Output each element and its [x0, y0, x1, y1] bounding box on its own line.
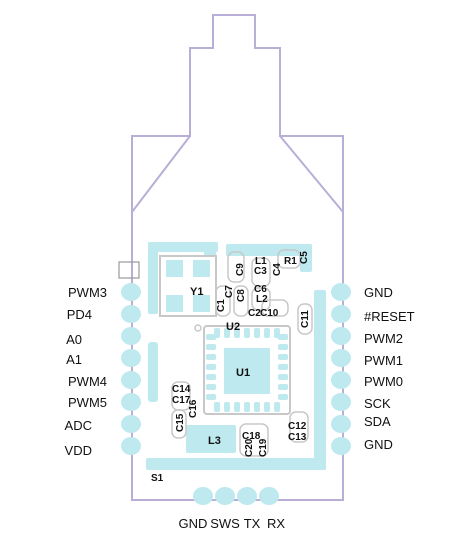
ref-c18: C18: [242, 431, 261, 442]
pin-label-right: #RESET: [364, 309, 415, 324]
left-pin-labels: PWM3 PD4 A0 A1 PWM4 PWM5 ADC VDD: [65, 285, 107, 458]
ref-l2: L2: [256, 294, 268, 305]
pin-label-right: GND: [364, 437, 393, 452]
pin-label-left: PWM3: [68, 285, 107, 300]
ref-c20: C20: [244, 438, 255, 457]
ref-u1: U1: [236, 367, 250, 379]
ref-c7: C7: [224, 285, 235, 298]
pin-label-left: A0: [66, 332, 82, 347]
ref-c12: C12: [288, 421, 307, 432]
pin-label-right: SCK: [364, 396, 391, 411]
pin-label-bottom: TX: [244, 516, 261, 531]
u1-package: [194, 324, 291, 415]
right-pads: [331, 283, 351, 455]
ref-u2: U2: [226, 321, 240, 333]
ref-c16: C16: [188, 399, 199, 418]
ref-c6: C6: [254, 284, 267, 295]
ref-c15: C15: [175, 413, 186, 432]
ref-s1: S1: [151, 473, 164, 484]
ref-c17: C17: [172, 395, 191, 406]
pin-label-right: GND: [364, 285, 393, 300]
board-outline: [131, 14, 344, 501]
pin-label-right: PWM2: [364, 331, 403, 346]
ref-l3: L3: [208, 435, 221, 447]
passive-outlines: [171, 249, 313, 457]
ref-c3: C3: [254, 266, 267, 277]
ref-c2: C2: [248, 308, 261, 319]
left-pads: [121, 283, 141, 455]
pin-label-left: A1: [66, 352, 82, 367]
ref-c14: C14: [172, 384, 191, 395]
ref-c13: C13: [288, 432, 307, 443]
ref-c5: C5: [299, 251, 310, 264]
antenna-taper: [131, 135, 344, 213]
pin-label-bottom: SWS: [210, 516, 240, 531]
bottom-pin-labels: GND SWS TX RX: [179, 516, 286, 531]
right-pin-labels: GND #RESET PWM2 PWM1 PWM0 SCK SDA GND: [364, 285, 415, 452]
pin-label-left: PWM4: [68, 374, 107, 389]
pin-label-right: SDA: [364, 414, 391, 429]
ref-c1: C1: [216, 299, 227, 312]
ref-c19: C19: [258, 438, 269, 457]
ref-r1: R1: [284, 256, 297, 267]
ref-c9: C9: [235, 263, 246, 276]
pin-label-left: PD4: [67, 307, 92, 322]
ref-y1: Y1: [190, 286, 203, 298]
pin-label-bottom: GND: [179, 516, 208, 531]
pin-label-right: PWM0: [364, 374, 403, 389]
pin-label-left: PWM5: [68, 395, 107, 410]
pin-label-left: VDD: [65, 443, 92, 458]
copper-pours: [146, 242, 326, 470]
bottom-pads: [193, 487, 279, 505]
pin-label-bottom: RX: [267, 516, 285, 531]
ref-c10: C10: [260, 308, 279, 319]
pin-label-left: ADC: [65, 418, 92, 433]
crystal-y1: [159, 255, 217, 317]
reference-designators: Y1 U1 U2 L1 L2 L3 R1 S1 C2 C10 C3 C6 C14…: [151, 251, 311, 484]
ref-c4: C4: [272, 263, 283, 276]
ref-c8: C8: [236, 289, 247, 302]
marker-square: [118, 261, 140, 279]
ref-c11: C11: [300, 310, 311, 328]
ref-l1: L1: [255, 256, 267, 267]
pin-label-right: PWM1: [364, 353, 403, 368]
